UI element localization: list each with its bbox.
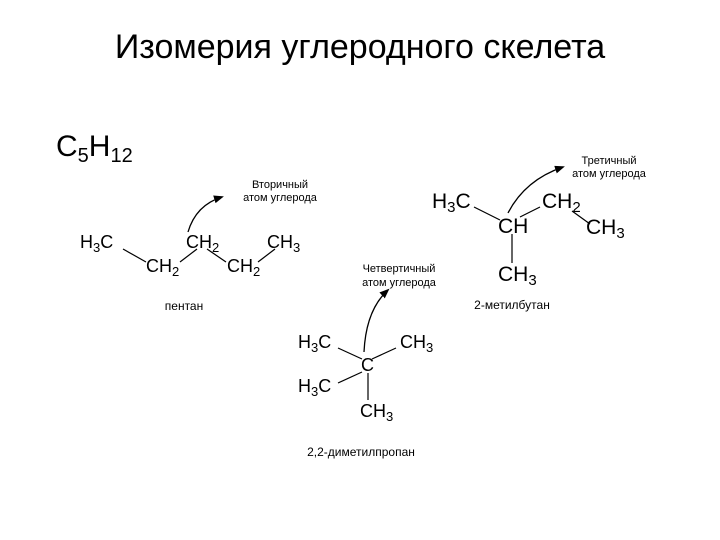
methylbutane-ch3-bottom-group: CH3 (498, 263, 537, 289)
tertiary-carbon-note-line2: атом углерода (572, 168, 647, 180)
pentane-h3c-group: H3C (80, 232, 113, 255)
dimethylpropane-ch3-top-group: CH3 (400, 332, 433, 355)
pentane-ch2-left-group: CH2 (146, 256, 179, 279)
pentane-structure: H3C CH2 CH3 CH2 CH2 Вторичный атом углер… (80, 179, 318, 313)
pentane-name: пентан (165, 299, 203, 313)
dimethylpropane-ch3-bottom-group: CH3 (360, 401, 393, 424)
methylbutane-ch-group: CH (498, 215, 528, 238)
dimethylpropane-c-group: C (361, 355, 374, 375)
pentane-ch2-right-group: CH2 (227, 256, 260, 279)
methylbutane-structure: H3C CH CH2 CH3 CH3 Третичный атом углеро… (432, 155, 647, 312)
dimethylpropane-h3c-top-group: H3C (298, 332, 331, 355)
slide-title: Изомерия углеродного скелета (114, 28, 606, 66)
secondary-carbon-note-line1: Вторичный (252, 179, 308, 191)
methylbutane-ch2-group: CH2 (542, 190, 581, 216)
dimethylpropane-h3c-bottom-group: H3C (298, 376, 331, 399)
tertiary-carbon-arrow (507, 165, 565, 214)
quaternary-carbon-arrow (363, 288, 390, 353)
molecular-formula: C5H12 (56, 130, 133, 167)
tertiary-carbon-note-line1: Третичный (581, 155, 636, 167)
methylbutane-name: 2-метилбутан (474, 298, 550, 312)
pentane-ch3-group: CH3 (267, 232, 300, 255)
secondary-carbon-note-line2: атом углерода (243, 192, 318, 204)
methylbutane-h3c-group: H3C (432, 190, 471, 216)
quaternary-carbon-note-line2: атом углерода (362, 277, 437, 289)
methylbutane-ch3-right-group: CH3 (586, 216, 625, 242)
pentane-ch2-top-group: CH2 (186, 232, 219, 255)
quaternary-carbon-note-line1: Четвертичный (363, 263, 436, 275)
dimethylpropane-name: 2,2-диметилпропан (307, 445, 415, 459)
secondary-carbon-arrow (187, 195, 224, 233)
dimethylpropane-structure: H3C CH3 C H3C CH3 Четвертичный атом угле… (298, 263, 437, 459)
